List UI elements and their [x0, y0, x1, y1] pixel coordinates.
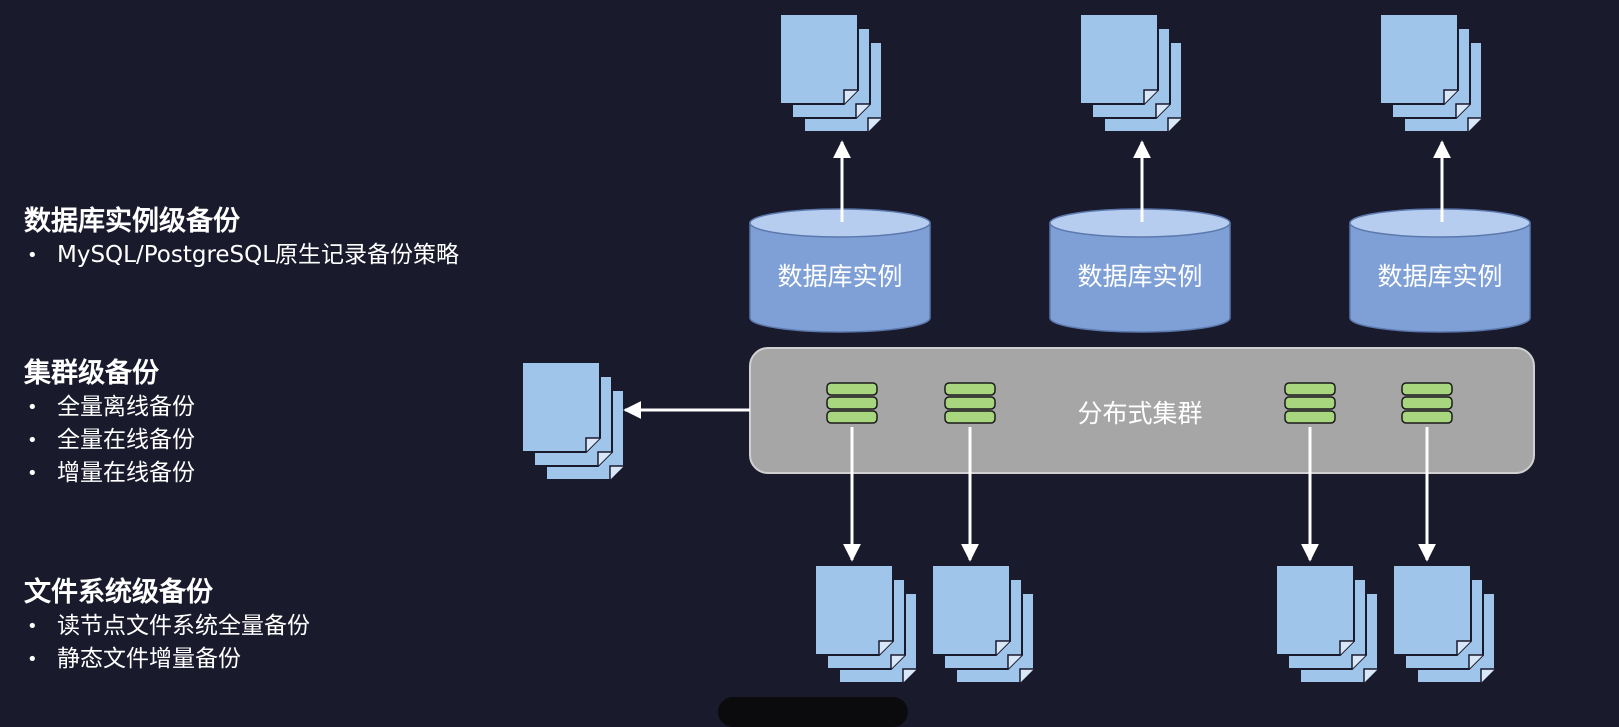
doc-page-fold [890, 654, 905, 669]
db-instance-label: 数据库实例 [777, 262, 902, 291]
section-filesystem-backup: 文件系统级备份 读节点文件系统全量备份 静态文件增量备份 [24, 576, 310, 676]
bullet-list: MySQL/PostgreSQL原生记录备份策略 [24, 239, 459, 272]
bullet-list: 读节点文件系统全量备份 静态文件增量备份 [24, 610, 310, 676]
db-instance-label: 数据库实例 [1077, 262, 1202, 291]
db-instance-label: 数据库实例 [1377, 262, 1502, 291]
bullet-item: 静态文件增量备份 [24, 643, 310, 676]
doc-page-fold [1480, 668, 1495, 683]
doc-stack-icon [814, 564, 918, 684]
doc-page-fold [1007, 654, 1022, 669]
doc-stack-icon [1379, 13, 1483, 133]
doc-page-fold [1339, 640, 1354, 655]
doc-page-fold [609, 465, 624, 480]
doc-page-fold [1455, 103, 1470, 118]
doc-page-fold [843, 89, 858, 104]
doc-stack-icon [779, 13, 883, 133]
doc-page-fold [878, 640, 893, 655]
cluster-label: 分布式集群 [1077, 399, 1202, 428]
doc-page-fold [1363, 668, 1378, 683]
cylinder-body [1049, 222, 1231, 333]
doc-stack-icon [1079, 13, 1183, 133]
disk-layer [826, 382, 878, 396]
doc-stack-icon [521, 361, 625, 481]
doc-stack-icon [1275, 564, 1379, 684]
doc-page-fold [1167, 117, 1182, 132]
cluster-node-disk-icon [826, 382, 878, 424]
doc-page-fold [1351, 654, 1366, 669]
bullet-item: 全量在线备份 [24, 424, 195, 457]
backup-doc-stacks [521, 13, 1496, 684]
db-instance-cylinder: 数据库实例 [1049, 208, 1231, 333]
section-title: 数据库实例级备份 [24, 206, 240, 237]
disk-layer [1401, 410, 1453, 424]
disk-layer [1284, 410, 1336, 424]
db-instances: 数据库实例 数据库实例 数据库实例 [749, 208, 1531, 333]
disk-layer [944, 410, 996, 424]
section-db-instance-backup: 数据库实例级备份 MySQL/PostgreSQL原生记录备份策略 [24, 205, 459, 272]
doc-page-fold [1456, 640, 1471, 655]
doc-page-fold [855, 103, 870, 118]
partial-overlay-element [718, 697, 908, 727]
cylinder-body [749, 222, 931, 333]
db-instance-cylinder: 数据库实例 [749, 208, 931, 333]
cylinder-top [1349, 208, 1531, 238]
db-instance-cylinder: 数据库实例 [1349, 208, 1531, 333]
doc-stack-icon [931, 564, 1035, 684]
cylinder-top [749, 208, 931, 238]
doc-page-fold [1468, 654, 1483, 669]
doc-page-fold [1443, 89, 1458, 104]
section-title: 文件系统级备份 [24, 577, 213, 608]
doc-page-fold [1467, 117, 1482, 132]
bullet-item: MySQL/PostgreSQL原生记录备份策略 [24, 239, 459, 272]
disk-layer [1284, 382, 1336, 396]
section-title: 集群级备份 [24, 358, 159, 389]
disk-layer [1401, 382, 1453, 396]
cylinder-top [1049, 208, 1231, 238]
cluster-node-disk-icon [944, 382, 996, 424]
doc-page-fold [995, 640, 1010, 655]
disk-layer [826, 396, 878, 410]
bullet-list: 全量离线备份 全量在线备份 增量在线备份 [24, 391, 195, 490]
doc-page-fold [1143, 89, 1158, 104]
doc-page-fold [597, 451, 612, 466]
doc-page-fold [867, 117, 882, 132]
disk-layer [1284, 396, 1336, 410]
bullet-item: 增量在线备份 [24, 457, 195, 490]
arrows [623, 140, 1451, 562]
cluster-nodes [826, 382, 1453, 424]
doc-stack-icon [1392, 564, 1496, 684]
cylinder-body [1349, 222, 1531, 333]
doc-page-fold [585, 437, 600, 452]
disk-layer [1401, 396, 1453, 410]
disk-layer [944, 396, 996, 410]
cluster-node-disk-icon [1401, 382, 1453, 424]
doc-page-fold [1019, 668, 1034, 683]
cluster-node-disk-icon [1284, 382, 1336, 424]
disk-layer [944, 382, 996, 396]
doc-page-fold [1155, 103, 1170, 118]
doc-page-fold [902, 668, 917, 683]
disk-layer [826, 410, 878, 424]
bullet-item: 全量离线备份 [24, 391, 195, 424]
section-cluster-backup: 集群级备份 全量离线备份 全量在线备份 增量在线备份 [24, 357, 195, 490]
backup-architecture-diagram: 分布式集群 数据库实例 数据库实例 数据库实例 [521, 13, 1535, 684]
bullet-item: 读节点文件系统全量备份 [24, 610, 310, 643]
